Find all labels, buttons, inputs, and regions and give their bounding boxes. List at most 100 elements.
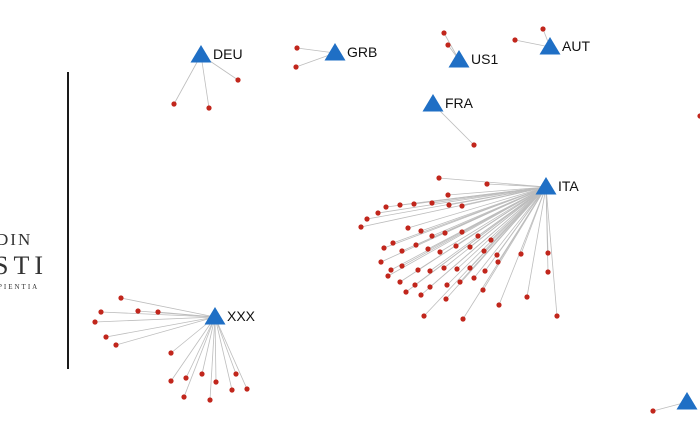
leaf-node-aut — [512, 37, 518, 43]
leaf-node-ita — [378, 259, 384, 265]
edge-ita — [446, 186, 547, 286]
leaf-node-ita — [364, 216, 370, 222]
leaf-layer — [92, 26, 700, 414]
leaf-node-ita — [484, 181, 490, 187]
edge-xxx — [185, 316, 216, 379]
hub-node-off — [676, 392, 698, 410]
leaf-node-xxx — [213, 379, 219, 385]
edge-deu — [200, 54, 210, 109]
edge-ita — [407, 186, 547, 229]
leaf-node-ita — [375, 210, 381, 216]
leaf-node-ita — [418, 292, 424, 298]
hub-node-fra — [422, 94, 444, 112]
leaf-node-ita — [388, 267, 394, 273]
hub-label-fra: FRA — [445, 95, 474, 111]
edge-ita — [380, 186, 547, 263]
leaf-node-ita — [475, 233, 481, 239]
leaf-node-ita — [496, 302, 502, 308]
edge-ita — [461, 186, 547, 207]
edge-ita — [526, 186, 547, 298]
edge-ita — [482, 186, 547, 291]
edge-xxx — [214, 316, 237, 375]
leaf-node-ita — [405, 225, 411, 231]
leaf-node-ita — [403, 289, 409, 295]
logo-divider — [67, 72, 69, 369]
hub-node-deu — [190, 45, 212, 63]
logo-sub-text: PIENTIA — [0, 283, 40, 291]
edge-ita — [484, 186, 547, 272]
leaf-node-ita — [518, 251, 524, 257]
leaf-node-ita — [411, 201, 417, 207]
leaf-node-ita — [453, 243, 459, 249]
edge-aut — [514, 39, 551, 48]
leaf-node-ita — [443, 296, 449, 302]
leaf-node-deu — [235, 77, 241, 83]
leaf-node-aut — [540, 26, 546, 32]
edge-deu — [173, 54, 202, 105]
leaf-node-ita — [495, 259, 501, 265]
leaf-node-grb — [293, 64, 299, 70]
leaf-node-ita — [399, 263, 405, 269]
edge-xxx — [209, 316, 216, 401]
leaf-node-ita — [418, 228, 424, 234]
leaf-node-ita — [480, 287, 486, 293]
edge-ita — [438, 177, 547, 188]
hub-node-ita — [535, 177, 557, 195]
logo-top-text: DIN — [0, 230, 33, 249]
leaf-node-ita — [427, 284, 433, 290]
edge-ita — [431, 186, 547, 204]
leaf-node-ita — [383, 204, 389, 210]
edge-ita — [399, 186, 547, 283]
leaf-node-ita — [385, 273, 391, 279]
edge-xxx — [170, 316, 216, 382]
edge-xxx — [94, 316, 216, 323]
hub-node-grb — [324, 43, 346, 61]
hub-label-deu: DEU — [213, 46, 243, 62]
leaf-node-ita — [442, 230, 448, 236]
leaf-node-xxx — [103, 334, 109, 340]
leaf-node-ita — [488, 237, 494, 243]
leaf-node-xxx — [113, 342, 119, 348]
leaf-node — [697, 113, 700, 119]
leaf-node-xxx — [233, 371, 239, 377]
leaf-node-ita — [467, 265, 473, 271]
edge-xxx — [214, 316, 217, 383]
leaf-node-ita — [545, 269, 551, 275]
leaf-node-ita — [436, 175, 442, 181]
edge-ita — [439, 186, 547, 253]
hub-label-ita: ITA — [558, 178, 579, 194]
edge-ita — [405, 186, 547, 293]
leaf-node-ita — [397, 202, 403, 208]
logo-main-text: STI — [0, 251, 48, 280]
leaf-node-deu — [171, 101, 177, 107]
leaf-node-grb — [294, 45, 300, 51]
edge-ita — [456, 186, 547, 270]
leaf-node-ita — [413, 242, 419, 248]
hub-label-us1: US1 — [471, 51, 498, 67]
leaf-node-ita — [429, 233, 435, 239]
edge-ita — [520, 186, 547, 255]
leaf-node-ita — [459, 203, 465, 209]
leaf-node-xxx — [207, 397, 213, 403]
leaf-node-us1 — [445, 42, 451, 48]
leaf-node-ita — [524, 294, 530, 300]
leaf-node-ita — [482, 268, 488, 274]
edge-ita — [473, 186, 547, 279]
leaf-node-ita — [425, 246, 431, 252]
edge-ita — [447, 186, 547, 196]
leaf-node-deu — [206, 105, 212, 111]
edge-xxx — [201, 316, 216, 375]
leaf-node-xxx — [229, 387, 235, 393]
edge-ita — [420, 186, 547, 296]
edge-ita — [392, 186, 547, 244]
leaf-node-ita — [467, 244, 473, 250]
leaf-node-ita — [445, 192, 451, 198]
leaf-node-xxx — [135, 308, 141, 314]
leaf-node-ita — [437, 249, 443, 255]
edge-xxx — [214, 316, 248, 390]
leaf-node-xxx — [155, 309, 161, 315]
edge-xxx — [115, 316, 216, 346]
hub-node-us1 — [448, 50, 470, 68]
leaf-node-ita — [545, 250, 551, 256]
